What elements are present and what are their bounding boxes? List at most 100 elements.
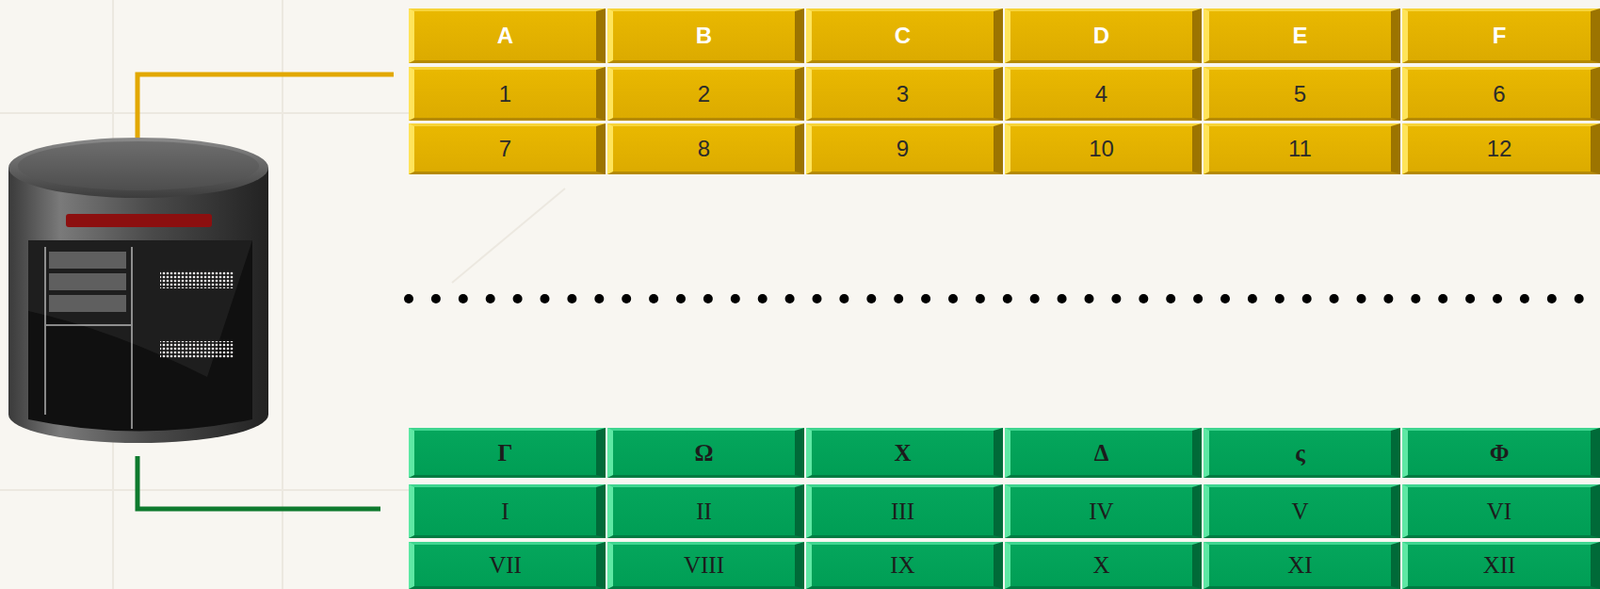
table-value: 12 <box>1486 135 1513 162</box>
dot <box>1165 293 1176 304</box>
column-header: B <box>695 22 712 49</box>
dot <box>1002 293 1013 304</box>
dot <box>1084 293 1095 304</box>
dot <box>1519 293 1530 304</box>
yellow-table-cell: 7 <box>408 123 606 175</box>
green-table-cell: III <box>806 484 1003 538</box>
green-table-cell: II <box>607 484 805 538</box>
column-header: Φ <box>1489 439 1510 467</box>
dot <box>1247 293 1258 304</box>
dot <box>758 293 768 304</box>
dot <box>1220 293 1230 304</box>
dot <box>921 293 931 304</box>
table-value: VI <box>1486 498 1512 525</box>
yellow-table-cell: 8 <box>607 123 805 175</box>
dot <box>431 293 441 304</box>
column-header: A <box>497 22 514 49</box>
table-value: 10 <box>1088 135 1115 162</box>
yellow-table-cell: 6 <box>1402 66 1600 121</box>
dot <box>866 293 876 304</box>
column-header: E <box>1292 22 1308 49</box>
green-table-cell: Φ <box>1402 427 1600 478</box>
dot <box>1357 293 1367 304</box>
table-value: 3 <box>896 80 909 108</box>
dot <box>812 293 823 304</box>
table-value: 9 <box>896 135 909 162</box>
dot <box>676 293 686 304</box>
dot <box>1302 293 1312 304</box>
yellow-table-cell: E <box>1203 8 1401 64</box>
table-value: 8 <box>697 135 711 162</box>
green-table-cell: V <box>1203 484 1401 538</box>
dot <box>1492 293 1503 304</box>
dot <box>513 293 523 304</box>
yellow-table-cell: 10 <box>1004 123 1202 175</box>
table-value: 11 <box>1288 135 1312 162</box>
yellow-table-cell: 5 <box>1203 66 1401 121</box>
green-table-cell: I <box>408 484 606 538</box>
column-header: Δ <box>1094 439 1110 467</box>
green-table-cell: VIII <box>607 541 805 589</box>
dot <box>1030 293 1040 304</box>
table-value: X <box>1092 551 1110 579</box>
column-header: Χ <box>893 439 911 467</box>
table-value: 1 <box>499 80 512 108</box>
dot <box>1138 293 1148 304</box>
dot <box>839 293 849 304</box>
green-table-cell: VI <box>1402 484 1600 538</box>
table-value: VII <box>488 551 522 579</box>
table-value: 7 <box>499 135 512 162</box>
dot <box>1193 293 1203 304</box>
column-header: C <box>894 22 911 49</box>
table-value: 5 <box>1293 80 1307 108</box>
yellow-table-cell: C <box>806 8 1003 64</box>
table-value: IX <box>889 551 915 579</box>
dot <box>1275 293 1285 304</box>
yellow-table-cell: D <box>1004 8 1202 64</box>
table-value: VIII <box>683 551 725 579</box>
table-value: II <box>695 498 712 525</box>
yellow-table-cell: 2 <box>607 66 805 121</box>
dot <box>648 293 659 304</box>
dot <box>975 293 986 304</box>
dot <box>485 293 496 304</box>
green-table-cell: IX <box>806 541 1003 589</box>
table-value: XI <box>1287 551 1312 579</box>
green-table-cell: IV <box>1004 484 1202 538</box>
dot <box>893 293 904 304</box>
table-value: 6 <box>1492 80 1505 108</box>
table-value: XII <box>1483 551 1517 579</box>
table-value: V <box>1291 498 1309 525</box>
dot <box>1057 293 1067 304</box>
green-table-cell: X <box>1004 541 1202 589</box>
green-table-cell: Δ <box>1004 427 1202 478</box>
green-table-cell: XI <box>1203 541 1401 589</box>
green-table-cell: ς <box>1203 427 1401 478</box>
yellow-table-cell: A <box>408 8 606 64</box>
dot <box>1111 293 1121 304</box>
yellow-table-cell: F <box>1402 8 1600 64</box>
yellow-table-cell: 12 <box>1402 123 1600 175</box>
dot <box>458 293 469 304</box>
yellow-table-cell: B <box>607 8 805 64</box>
dot <box>404 293 414 304</box>
column-header: Γ <box>498 439 514 467</box>
dot <box>703 293 713 304</box>
column-header: ς <box>1294 439 1306 467</box>
yellow-table-cell: 11 <box>1203 123 1401 175</box>
dot <box>540 293 550 304</box>
table-value: III <box>890 498 915 525</box>
dot <box>948 293 958 304</box>
table-value: I <box>501 498 509 525</box>
column-header: Ω <box>694 439 713 467</box>
dot <box>566 293 577 304</box>
green-table-cell: Χ <box>806 427 1003 478</box>
dotted-line <box>404 293 1584 304</box>
green-table-cell: XII <box>1402 541 1600 589</box>
table-value: 4 <box>1095 80 1108 108</box>
dot <box>594 293 604 304</box>
green-table-cell: VII <box>408 541 606 589</box>
dot <box>1329 293 1340 304</box>
dot <box>730 293 741 304</box>
dot <box>1465 293 1475 304</box>
